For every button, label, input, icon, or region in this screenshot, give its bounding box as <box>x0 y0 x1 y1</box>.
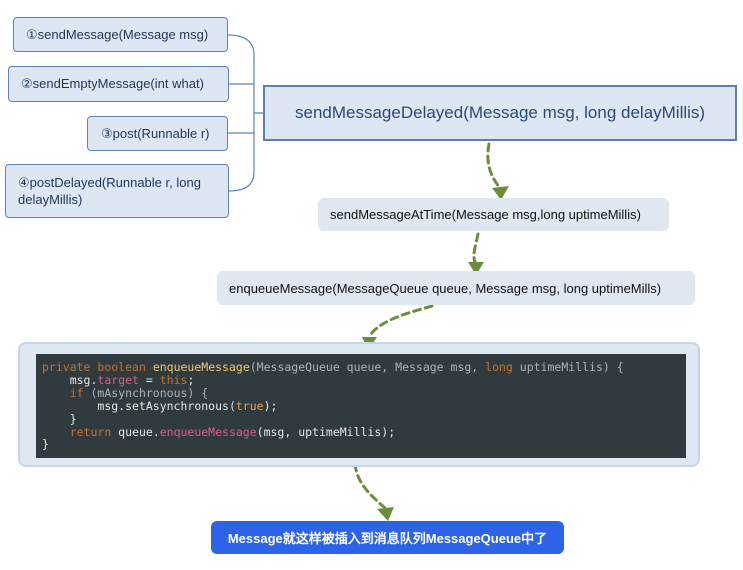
node-final-result-label: Message就这样被插入到消息队列MessageQueue中了 <box>227 531 548 546</box>
node-final-result[interactable]: Message就这样被插入到消息队列MessageQueue中了 <box>211 521 564 554</box>
node-enqueue-message-label: enqueueMessage(MessageQueue queue, Messa… <box>229 280 662 296</box>
node-enqueue-message[interactable]: enqueueMessage(MessageQueue queue, Messa… <box>217 271 695 305</box>
code-token: true <box>235 398 264 413</box>
code-token: = <box>138 372 160 387</box>
node-post-label: ③post(Runnable r) <box>101 125 210 141</box>
code-token: ; <box>187 372 195 387</box>
node-send-empty-message-label: ②sendEmptyMessage(int what) <box>21 76 204 91</box>
code-token: } <box>42 437 49 452</box>
arrowhead-2 <box>468 262 484 275</box>
node-post-delayed[interactable]: ④postDelayed(Runnable r, long delayMilli… <box>5 164 229 218</box>
code-token: queue. <box>111 424 160 439</box>
arrow-step1-to-step2 <box>472 232 480 264</box>
code-token: } <box>69 411 77 426</box>
code-token: enqueueMessage <box>159 424 257 439</box>
code-token: private <box>42 360 91 374</box>
node-send-message-delayed-label: sendMessageDelayed(Message msg, long del… <box>295 103 706 122</box>
node-post[interactable]: ③post(Runnable r) <box>87 116 228 151</box>
code-token: long <box>485 360 513 374</box>
code-token: (msg, uptimeMillis); <box>256 424 396 439</box>
node-send-message-delayed[interactable]: sendMessageDelayed(Message msg, long del… <box>263 85 737 141</box>
node-send-message-at-time[interactable]: sendMessageAtTime(Message msg,long uptim… <box>318 198 669 231</box>
code-token: boolean <box>97 360 146 374</box>
code-token: this <box>159 372 188 387</box>
arrowhead-4 <box>377 507 394 521</box>
arrow-code-to-final <box>353 462 387 510</box>
code-token: return <box>69 424 112 439</box>
code-token: enqueueMessage <box>152 360 250 374</box>
node-send-message-at-time-label: sendMessageAtTime(Message msg,long uptim… <box>330 207 641 222</box>
node-send-empty-message[interactable]: ②sendEmptyMessage(int what) <box>8 66 229 102</box>
arrow-step2-to-code <box>367 304 434 339</box>
node-send-message[interactable]: ①sendMessage(Message msg) <box>13 17 228 52</box>
tree-connector <box>227 34 263 192</box>
node-send-message-label: ①sendMessage(Message msg) <box>26 26 209 42</box>
code-token: ); <box>263 398 278 413</box>
code-token: (MessageQueue queue, Message msg, <box>249 360 486 374</box>
node-post-delayed-label: ④postDelayed(Runnable r, long delayMilli… <box>18 175 201 207</box>
code-token: (mAsynchronous) { <box>83 385 209 400</box>
code-token: if <box>69 385 84 400</box>
arrow-main-to-step1 <box>486 142 502 190</box>
code-block: private boolean enqueueMessage(MessageQu… <box>36 354 686 458</box>
code-token: msg.setAsynchronous( <box>97 398 236 413</box>
code-token: target <box>97 372 139 387</box>
code-token: uptimeMillis) { <box>512 360 624 374</box>
arrowhead-1 <box>492 186 509 200</box>
code-token: msg. <box>69 372 98 387</box>
code-node[interactable]: private boolean enqueueMessage(MessageQu… <box>18 342 700 467</box>
